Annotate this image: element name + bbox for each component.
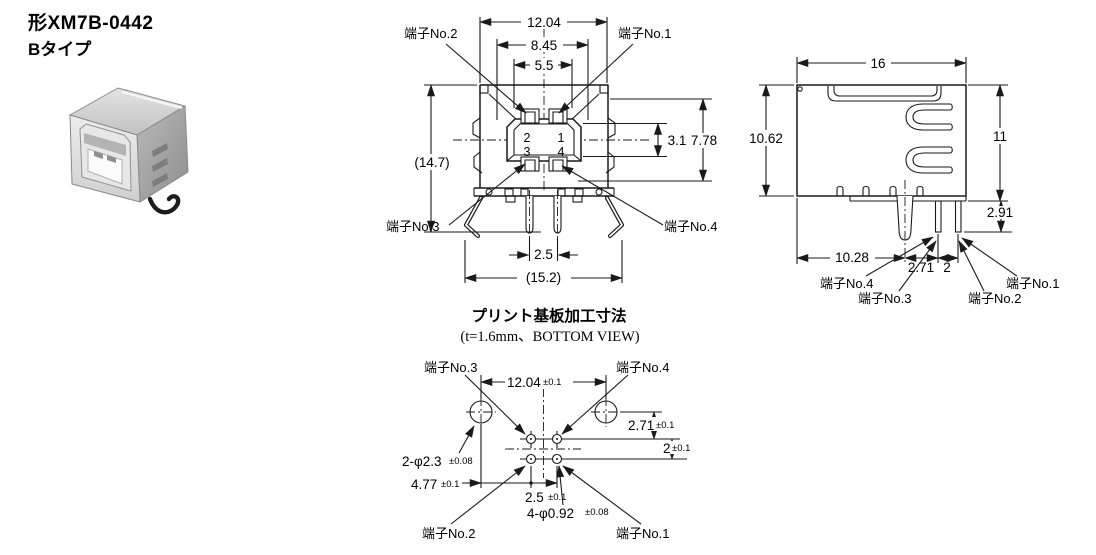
side-terminal-1-label: 端子No.1 xyxy=(1006,276,1059,291)
dim-bottom-row-pitch-tol: ±0.1 xyxy=(672,443,690,454)
bottom-view-subtitle: (t=1.6mm、BOTTOM VIEW) xyxy=(460,329,639,345)
usb-slot-1 xyxy=(94,151,103,159)
front-terminal-4-label: 端子No.4 xyxy=(664,219,717,234)
dim-side-pin-length: 2.91 xyxy=(987,205,1013,220)
front-pin2-number: 2 xyxy=(524,131,531,145)
usb-slot-2 xyxy=(107,155,116,163)
dim-side-pin-row-pitch: 2 xyxy=(943,260,951,275)
dim-side-depth: 10.28 xyxy=(835,250,869,265)
photo-highlight xyxy=(121,90,183,110)
side-terminal-4-label: 端子No.4 xyxy=(820,276,873,291)
dim-bottom-hole-offset: 4.77 xyxy=(411,477,437,492)
spring-lance-lower xyxy=(905,146,953,174)
model-number: 形XM7B-0442 xyxy=(28,13,154,34)
side-terminal-3-label: 端子No.3 xyxy=(858,291,911,306)
dim-front-width-inner: 5.5 xyxy=(535,58,554,73)
dim-side-width: 16 xyxy=(870,56,885,71)
dim-side-pin-row-offset: 2.71 xyxy=(908,260,934,275)
dim-bottom-small-pitch: 2.5 xyxy=(525,490,544,505)
dim-bottom-hole-span-tol: ±0.1 xyxy=(543,377,561,388)
dim-front-height-total: (14.7) xyxy=(414,155,449,170)
front-pin3-number: 3 xyxy=(524,145,531,159)
dim-front-width-legs: (15.2) xyxy=(526,270,561,285)
callout-big-holes: 2-φ2.3 xyxy=(402,454,442,469)
bottom-terminal-4-label: 端子No.4 xyxy=(616,360,669,375)
side-pin-12 xyxy=(954,200,962,233)
dim-side-height-right: 11 xyxy=(993,129,1007,144)
callout-small-holes: 4-φ0.92 xyxy=(527,506,574,521)
front-terminal-2-label: 端子No.2 xyxy=(404,26,457,41)
bottom-view: プリント基板加工寸法 (t=1.6mm、BOTTOM VIEW) xyxy=(402,306,693,541)
dim-side-height-left: 10.62 xyxy=(749,131,783,146)
front-view: 2 1 3 4 xyxy=(386,15,721,285)
front-terminal-3-label: 端子No.3 xyxy=(386,219,439,234)
front-pin4-number: 4 xyxy=(558,145,565,159)
callout-small-holes-tol: ±0.08 xyxy=(585,507,609,518)
callout-big-holes-tol: ±0.08 xyxy=(449,456,473,467)
vent-slot-1 xyxy=(152,143,168,157)
bottom-terminal-1-label: 端子No.1 xyxy=(616,526,669,541)
front-pin1-number: 1 xyxy=(558,131,565,145)
product-photo xyxy=(68,87,189,215)
dim-bottom-hole-span: 12.04 xyxy=(507,375,541,390)
dim-bottom-hole-offset-tol: ±0.1 xyxy=(441,479,459,490)
dim-front-width-mid: 8.45 xyxy=(531,38,557,53)
vent-slot-2 xyxy=(152,158,168,172)
side-terminal-2-label: 端子No.2 xyxy=(968,291,1021,306)
bottom-terminal-2-label: 端子No.2 xyxy=(422,526,475,541)
vent-slot-3 xyxy=(152,173,168,187)
front-terminal-1-label: 端子No.1 xyxy=(618,26,671,41)
dim-front-pin-pitch: 2.5 xyxy=(534,247,553,262)
type-label: Bタイプ xyxy=(28,39,92,59)
dim-front-height-shell: 7.78 xyxy=(691,133,717,148)
dim-bottom-row-offset-tol: ±0.1 xyxy=(656,420,674,431)
usb-opening-shadow xyxy=(84,133,126,156)
spring-lance-upper xyxy=(905,103,953,131)
photo-terminal-wire xyxy=(147,194,181,215)
side-view: 16 10.62 11 2.91 10.28 xyxy=(744,56,1059,306)
side-pin-34 xyxy=(934,200,942,233)
bottom-terminal-3-label: 端子No.3 xyxy=(424,360,477,375)
dim-bottom-small-pitch-tol: ±0.1 xyxy=(548,492,566,503)
dim-front-height-inner: 3.1 xyxy=(668,133,687,148)
dim-bottom-row-pitch: 2 xyxy=(663,441,671,456)
product-header: 形XM7B-0442 Bタイプ xyxy=(28,12,153,60)
dim-front-width-outer: 12.04 xyxy=(527,15,561,30)
bottom-view-title: プリント基板加工寸法 xyxy=(471,306,626,325)
dim-bottom-row-offset: 2.71 xyxy=(628,418,654,433)
